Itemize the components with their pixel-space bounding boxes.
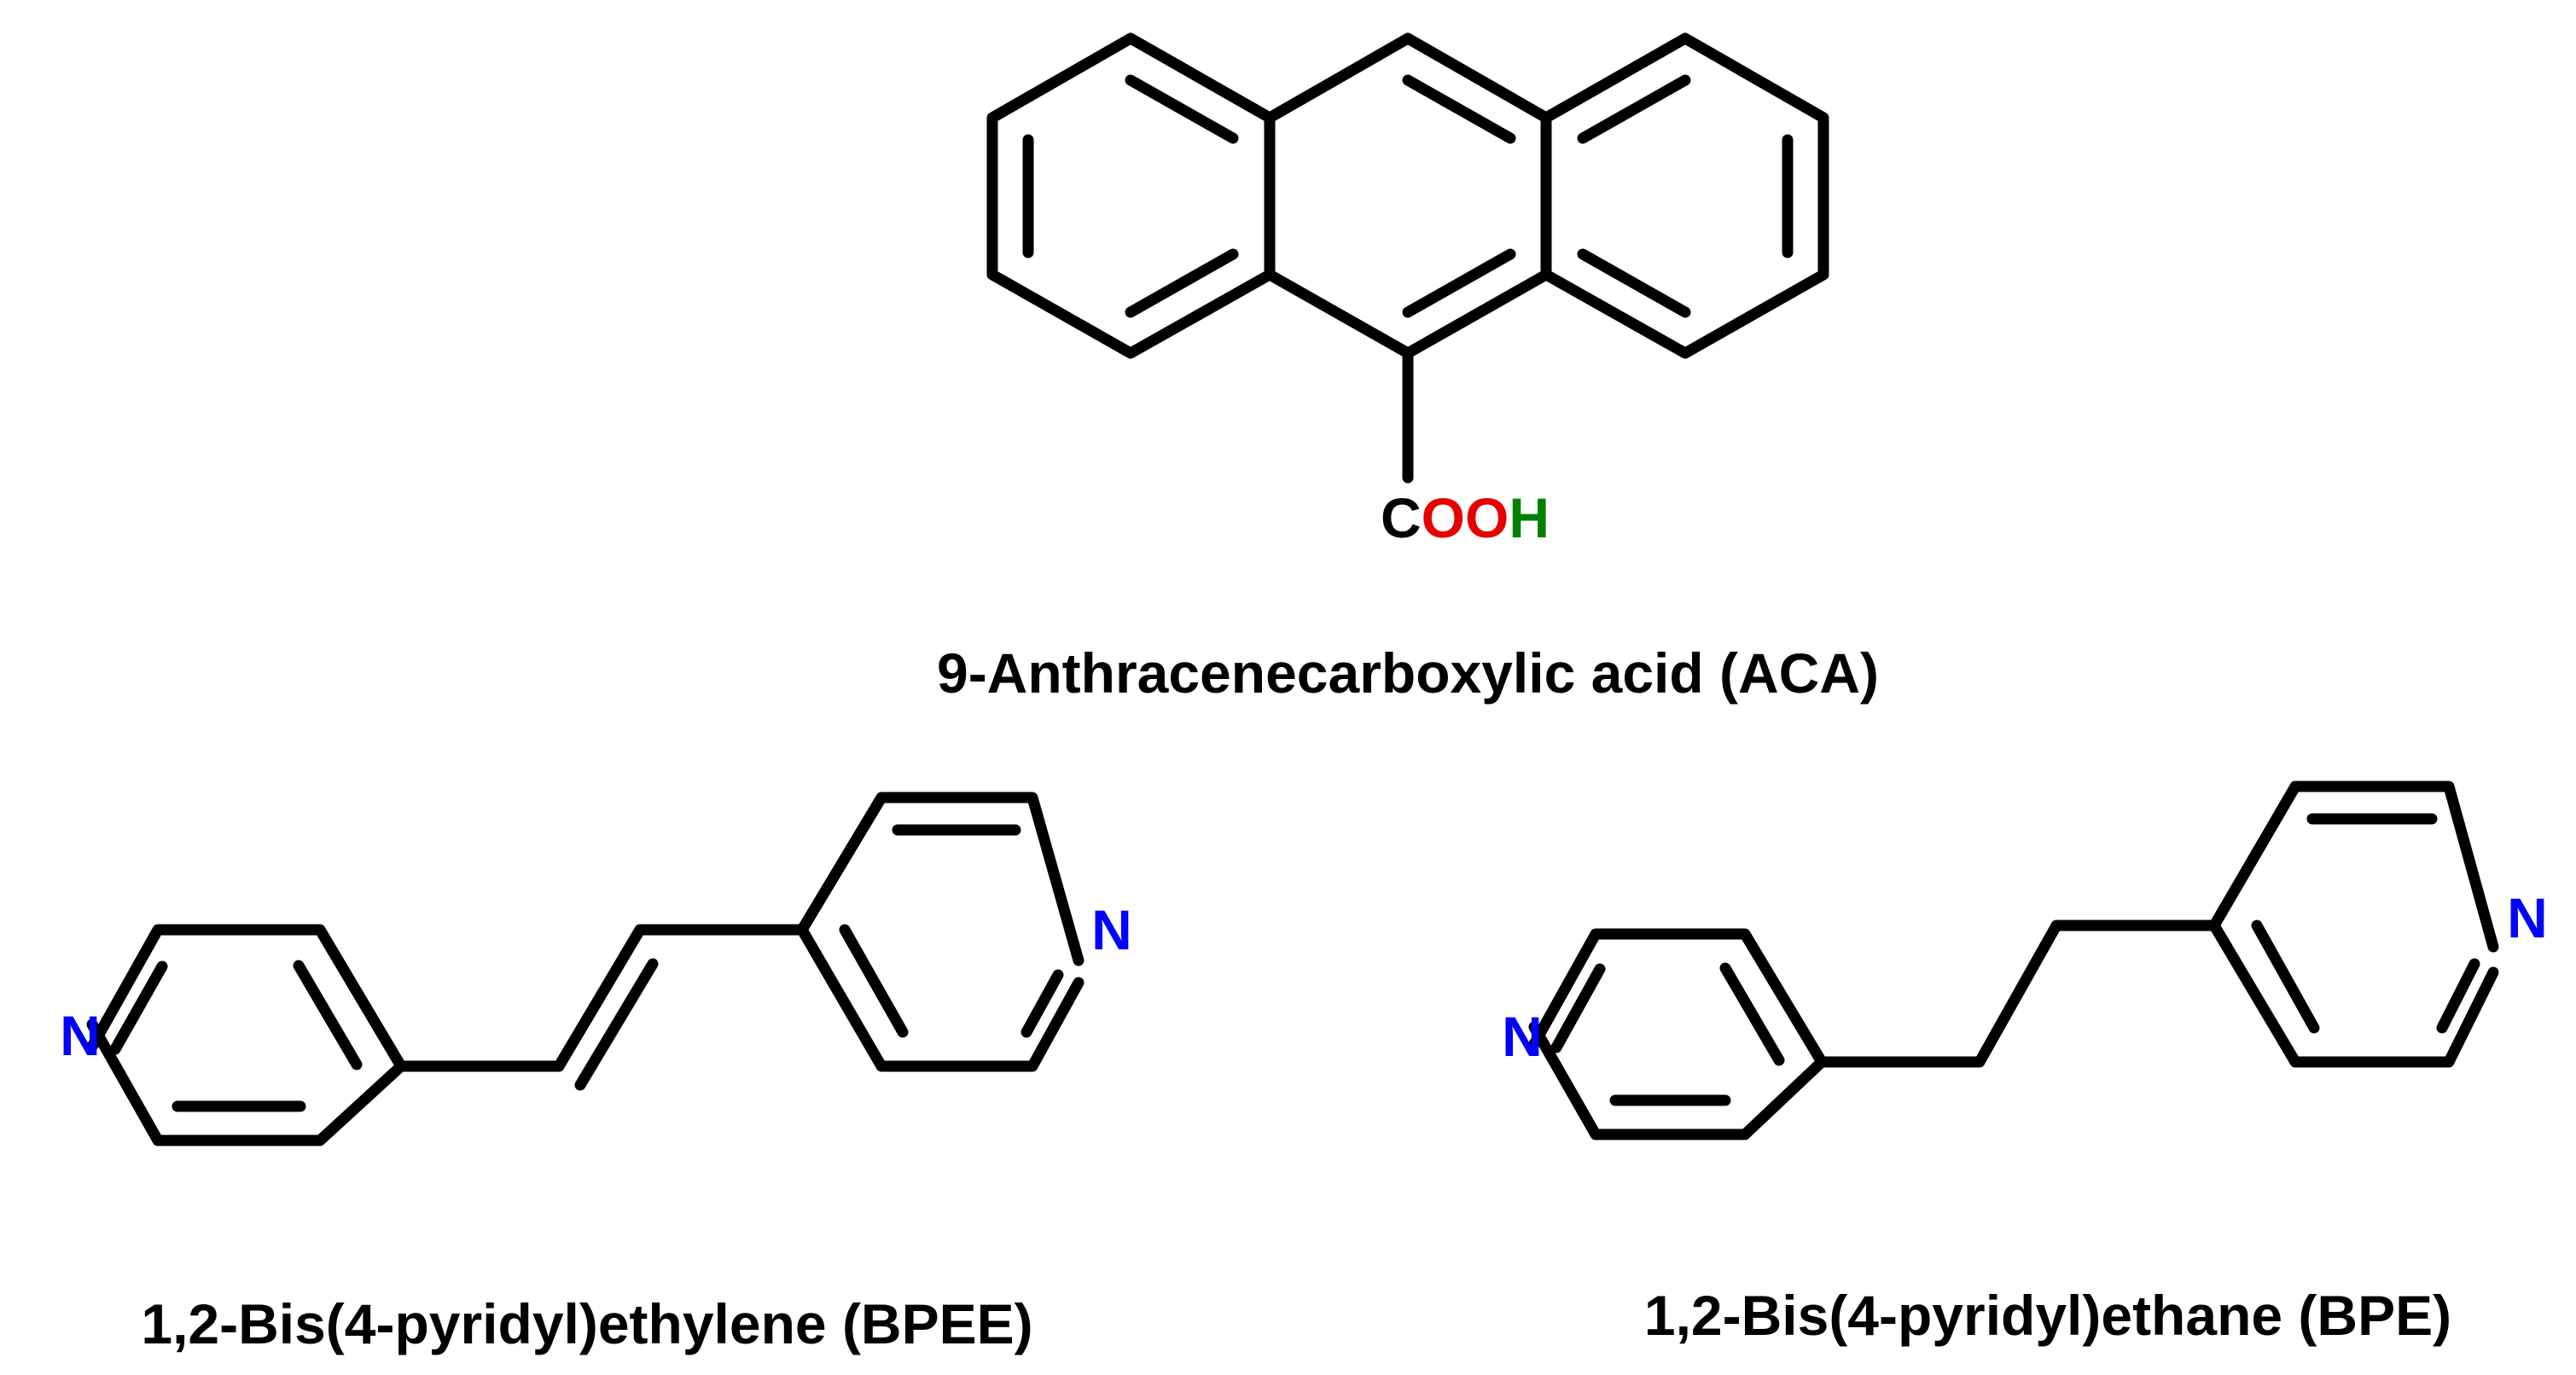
aca-carboxyl-label: COOH bbox=[1381, 486, 1550, 549]
bpee-structure: N N 1,2-Bis(4-pyridyl)ethylene (BPEE) bbox=[60, 792, 1132, 1355]
aca-left-ring-inner-bond bbox=[1125, 74, 1239, 144]
bpee-left-ring-inner-bond bbox=[109, 960, 168, 1055]
bpe-right-nitrogen-atom: N bbox=[2507, 886, 2548, 949]
bpe-right-ring-inner-bond bbox=[2251, 920, 2320, 1034]
aca-right-ring bbox=[1540, 32, 1829, 359]
bpe-structure: N N 1,2-Bis(4-pyridyl)ethane (BPE) bbox=[1502, 780, 2548, 1347]
bpee-ethylene-double-bond bbox=[574, 958, 659, 1091]
bpe-left-ring-inner-bond bbox=[1550, 963, 1606, 1053]
bpee-right-ring-inner-bond bbox=[1021, 969, 1064, 1038]
bpee-right-ring-inner-bond bbox=[839, 924, 909, 1038]
aca-caption: 9-Anthracenecarboxylic acid (ACA) bbox=[937, 641, 1879, 705]
aca-oxygen-atoms: OO bbox=[1422, 486, 1509, 549]
aca-left-ring-inner-bond bbox=[1125, 248, 1239, 318]
aca-left-ring bbox=[986, 32, 1276, 359]
aca-carbon-atom: C bbox=[1381, 486, 1422, 549]
bpee-caption: 1,2-Bis(4-pyridyl)ethylene (BPEE) bbox=[141, 1292, 1032, 1355]
aca-right-ring-inner-bond bbox=[1577, 74, 1691, 144]
bpee-ethylene-bridge bbox=[395, 924, 808, 1072]
aca-structure: COOH 9-Anthracenecarboxylic acid (ACA) bbox=[937, 32, 1879, 705]
bpee-right-pyridine-ring bbox=[796, 792, 1084, 1072]
aca-middle-ring-inner-bond bbox=[1402, 74, 1516, 144]
bpe-right-ring-inner-bond bbox=[2436, 958, 2480, 1034]
bpee-left-ring-inner-bond bbox=[293, 960, 363, 1070]
bpee-left-nitrogen-atom: N bbox=[60, 1004, 101, 1067]
aca-right-ring-inner-bond bbox=[1577, 248, 1691, 318]
bpee-right-nitrogen-atom: N bbox=[1091, 898, 1132, 961]
bpe-right-pyridine-ring bbox=[2208, 780, 2499, 1068]
bpe-caption: 1,2-Bis(4-pyridyl)ethane (BPE) bbox=[1644, 1284, 2451, 1347]
bpe-left-ring-inner-bond bbox=[1719, 962, 1785, 1066]
aca-middle-ring-inner-bond bbox=[1402, 248, 1516, 318]
aca-hydrogen-atom: H bbox=[1509, 486, 1550, 549]
bpe-ethane-bridge bbox=[1816, 920, 2220, 1068]
bpe-left-nitrogen-atom: N bbox=[1502, 1005, 1543, 1068]
